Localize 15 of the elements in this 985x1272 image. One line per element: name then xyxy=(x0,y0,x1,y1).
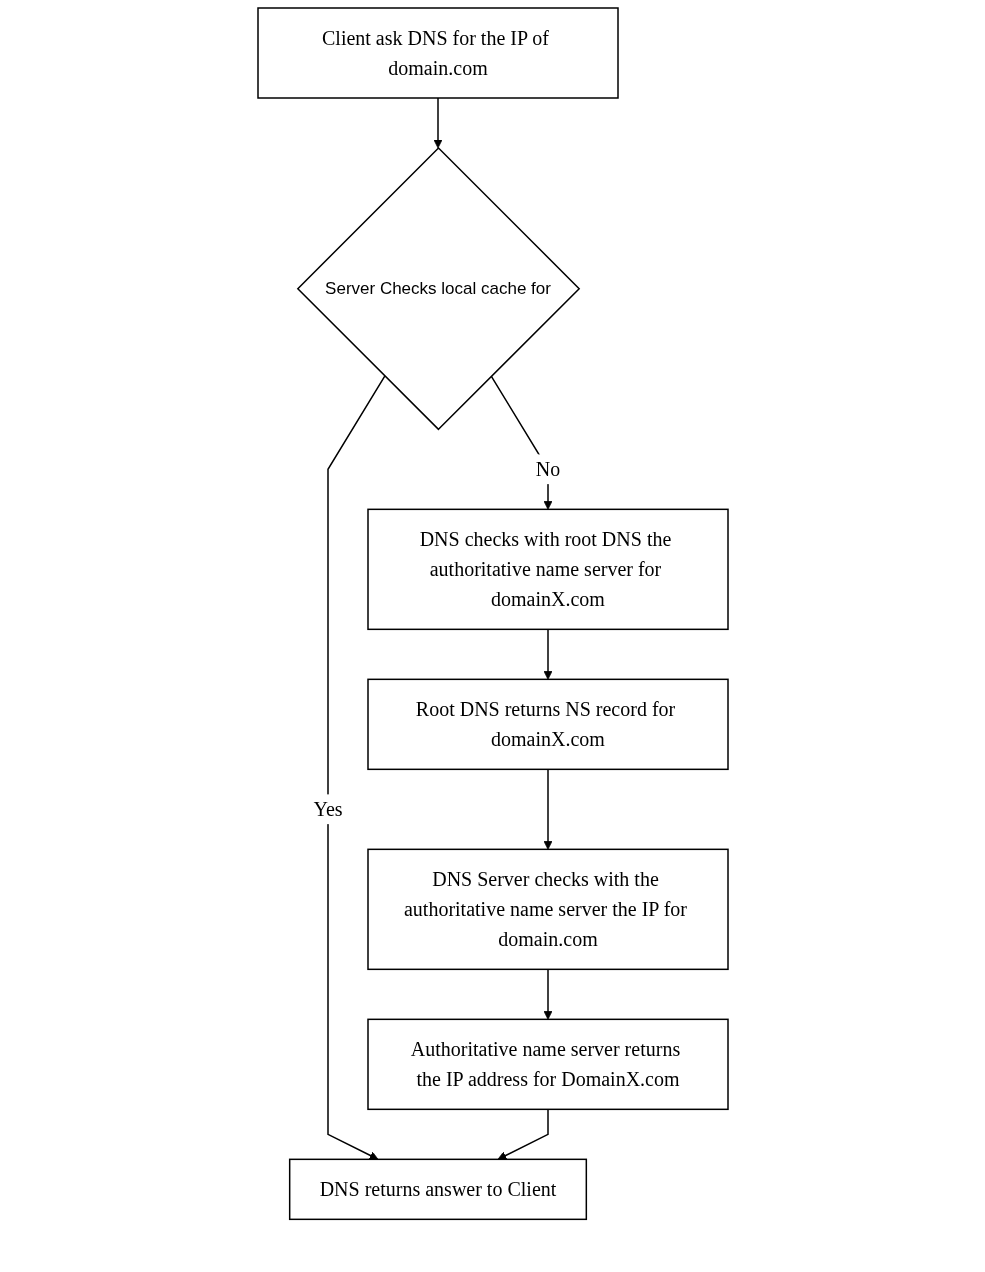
arrow xyxy=(543,628,552,680)
edge-label: Yes xyxy=(312,798,343,821)
node-box: Authoritative name server returns the IP address for DomainX.com xyxy=(366,1018,729,1111)
arrow xyxy=(497,1108,549,1160)
node-box: DNS returns answer to Client xyxy=(288,1158,587,1221)
node-diamond: Server Checks local cache for xyxy=(296,146,580,431)
node-box: Root DNS returns NS record for domainX.com xyxy=(366,678,729,771)
arrow xyxy=(326,375,385,1160)
node-box: DNS checks with root DNS the authoritative name server for domainX.com xyxy=(366,508,729,631)
node-box: DNS Server checks with the authoritative name server the IP for domain.com xyxy=(366,848,729,971)
node-box: Client ask DNS for the IP of domain.com xyxy=(256,7,619,99)
arrow xyxy=(543,768,552,850)
arrow xyxy=(433,97,442,149)
edge-label: No xyxy=(535,458,560,481)
arrow xyxy=(543,968,552,1020)
